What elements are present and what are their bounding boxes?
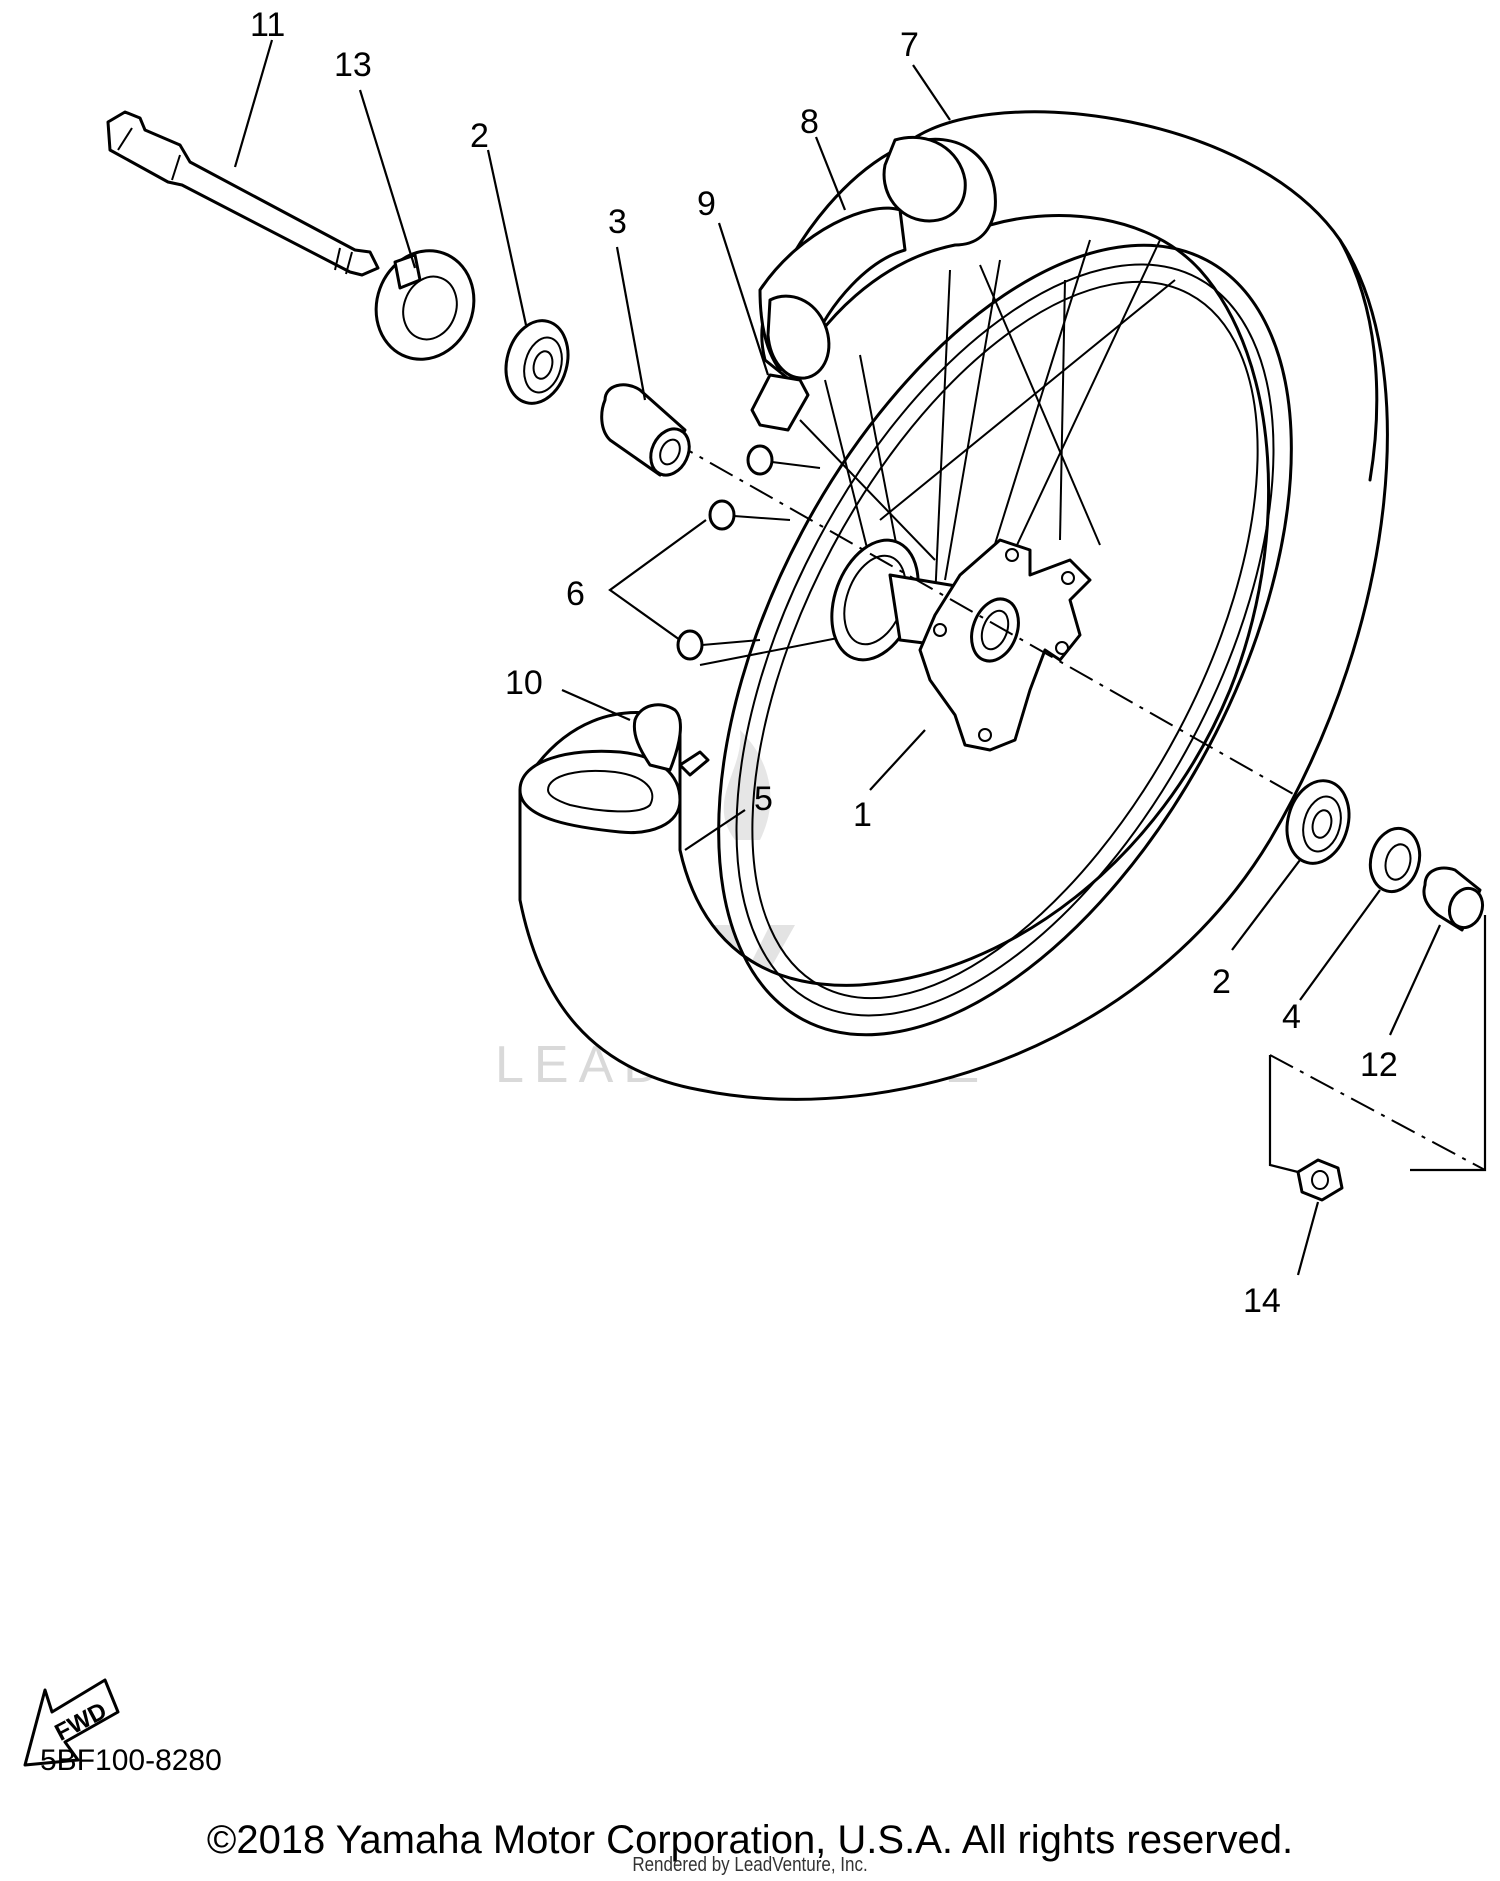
spacer <box>600 383 691 477</box>
callout-1: 1 <box>853 796 872 834</box>
diagram-code: 5BF100-8280 <box>40 1744 222 1777</box>
inner-tube <box>518 703 710 835</box>
callout-13: 13 <box>334 46 372 84</box>
collar-right <box>1422 866 1485 932</box>
leader-lines <box>233 39 1442 1276</box>
collar-seal <box>374 249 476 361</box>
bolts <box>676 444 821 661</box>
callout-2-left: 2 <box>470 117 489 155</box>
oil-seal <box>1368 826 1422 894</box>
tire <box>518 110 1389 1101</box>
callout-5: 5 <box>754 780 773 818</box>
callout-12: 12 <box>1360 1046 1398 1084</box>
callout-8: 8 <box>800 103 819 141</box>
axle-centerline <box>669 439 1296 796</box>
axle <box>106 110 380 277</box>
callout-9: 9 <box>697 185 716 223</box>
copyright-notice: ©2018 Yamaha Motor Corporation, U.S.A. A… <box>206 1818 1294 1862</box>
callouts: 11 13 2 3 7 8 9 6 10 5 1 2 4 12 14 <box>250 6 1398 1320</box>
spokes <box>699 239 1176 666</box>
axle-nut <box>1296 1158 1344 1202</box>
callout-2-right: 2 <box>1212 963 1231 1001</box>
callout-3: 3 <box>608 203 627 241</box>
callout-11: 11 <box>250 6 285 44</box>
callout-14: 14 <box>1243 1282 1281 1320</box>
callout-4: 4 <box>1282 998 1301 1036</box>
bearing-left <box>504 319 570 405</box>
rim <box>717 243 1293 1037</box>
callout-10: 10 <box>505 664 543 702</box>
hub <box>830 538 1092 752</box>
rendered-by-note: Rendered by LeadVenture, Inc. <box>632 1854 868 1876</box>
bearing-right <box>1285 779 1351 865</box>
reference-bracket <box>1410 915 1487 1172</box>
tube-upper <box>758 206 907 380</box>
callout-6: 6 <box>566 575 585 613</box>
valve-cap <box>750 373 810 432</box>
callout-7: 7 <box>900 26 919 64</box>
